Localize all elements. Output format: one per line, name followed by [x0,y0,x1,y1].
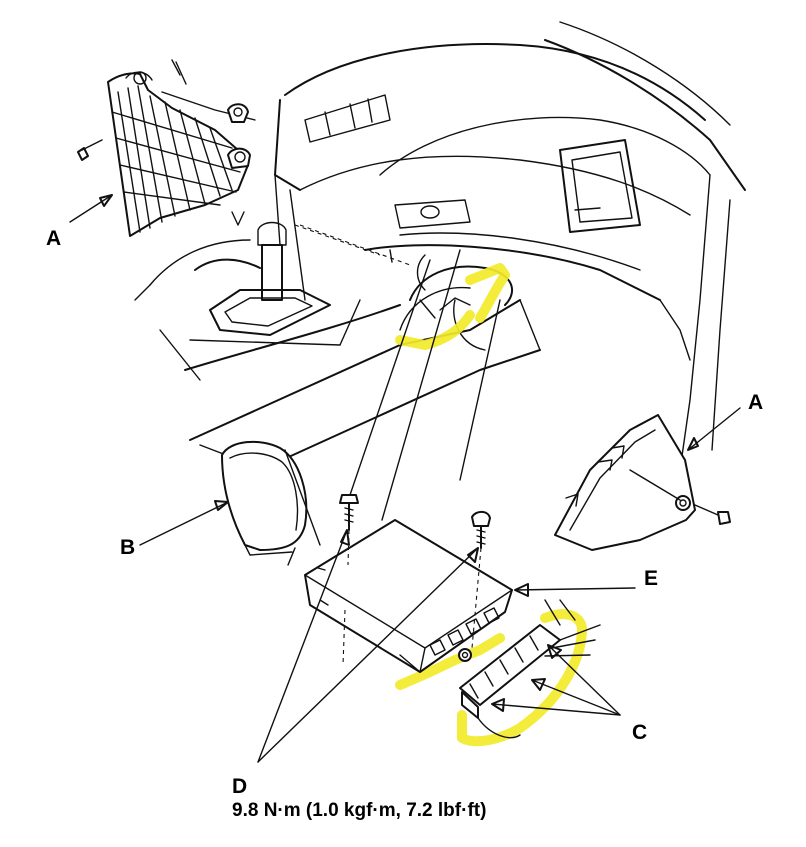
callout-a-left: A [46,227,62,250]
callout-e: E [644,567,659,590]
callout-a-right: A [748,391,764,414]
callout-b: B [120,536,136,559]
part-a-right-cover [554,414,731,551]
torque-spec: 9.8 N·m (1.0 kgf·m, 7.2 lbf·ft) [232,800,487,821]
dashboard [274,21,746,471]
part-a-left-cover [77,59,256,237]
part-d-bolts [339,494,491,666]
part-b-cover [221,440,321,566]
part-e-control-unit [304,519,513,673]
center-console [134,174,401,381]
callout-d: D [232,775,248,798]
part-c-connectors [459,599,601,739]
callout-c: C [632,721,648,744]
highlight-marks [395,263,587,747]
leader-lines [69,194,741,763]
